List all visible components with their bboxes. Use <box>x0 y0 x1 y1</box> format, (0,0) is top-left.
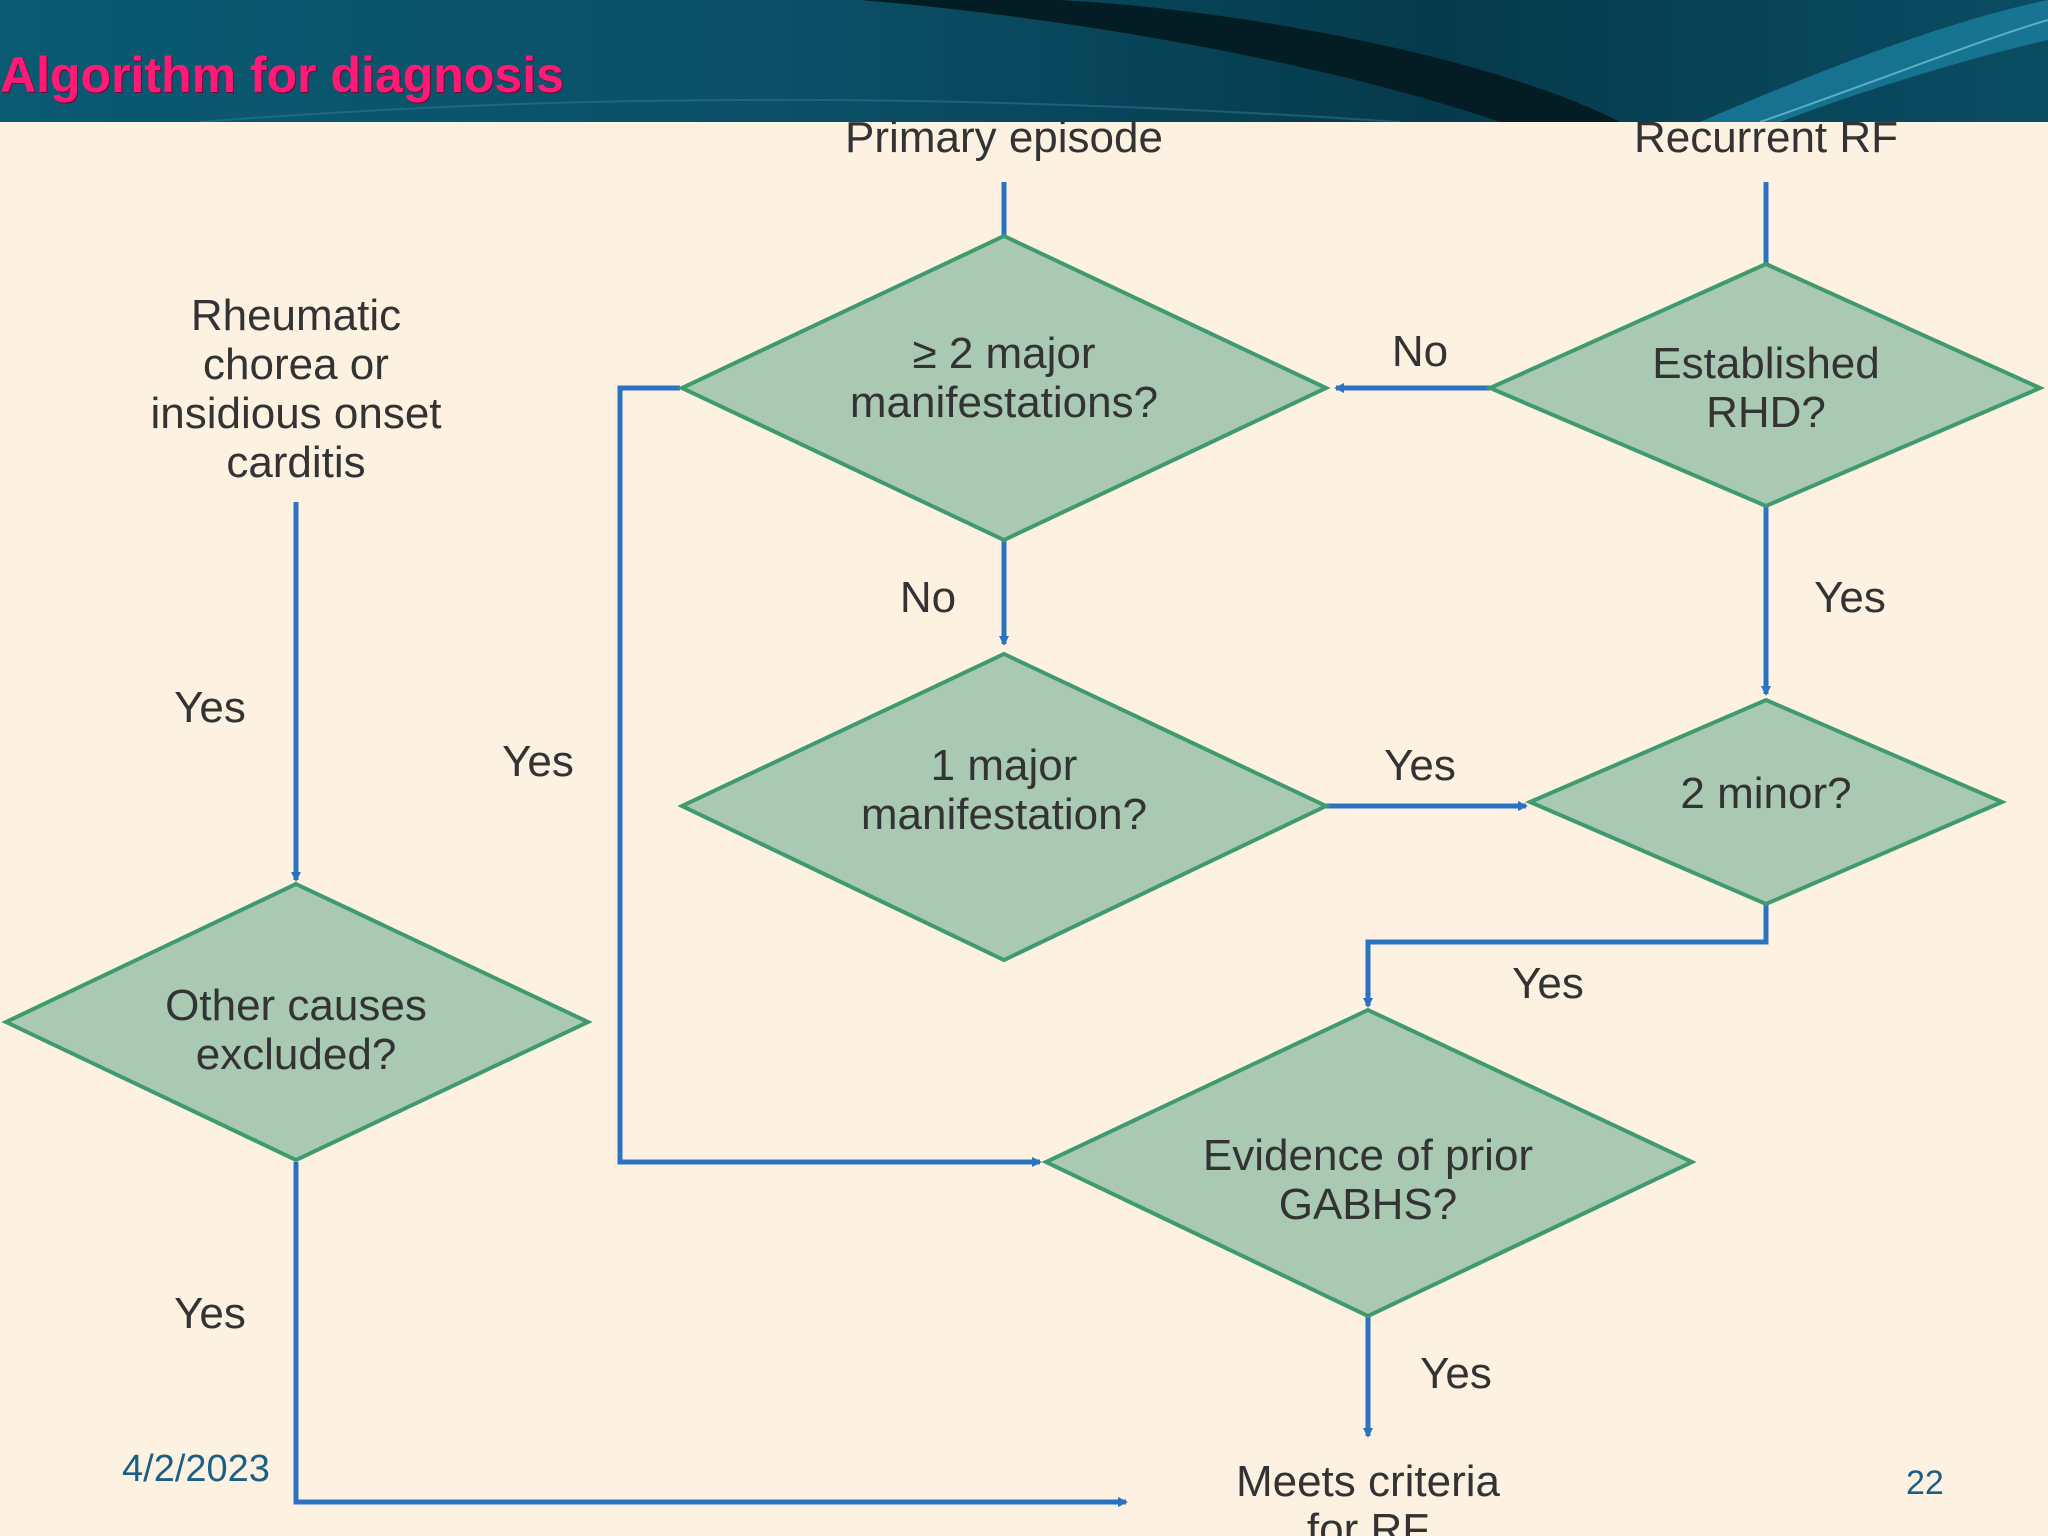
edge-label-two-major-no: No <box>900 573 956 622</box>
slide-title: Algorithm for diagnosis <box>0 47 564 103</box>
edge-label-rhd-no: No <box>1392 327 1448 376</box>
decision-other-causes <box>1 881 593 1163</box>
node-label-two-minor: 2 minor? <box>1680 769 1851 818</box>
edge-label-one-major-yes: Yes <box>1384 741 1456 790</box>
decision-two-minor <box>1524 697 2008 907</box>
decision-gabhs <box>1041 1007 1697 1319</box>
edge-label-two-major-yes: Yes <box>502 737 574 786</box>
edge-label-rhd-yes: Yes <box>1814 573 1886 622</box>
connector-two-major-yes <box>617 385 1042 1167</box>
edge-label-chorea-yes: Yes <box>174 683 246 732</box>
connector-other-causes-yes <box>293 1162 1128 1507</box>
connector-two-minor-yes <box>1363 902 1769 1008</box>
edge-label-gabhs-yes: Yes <box>1420 1349 1492 1398</box>
edge-label-two-minor-yes: Yes <box>1512 959 1584 1008</box>
slide-number: 22 <box>1906 1464 1944 1502</box>
slide-date: 4/2/2023 <box>122 1448 270 1490</box>
decision-two-major <box>677 233 1331 543</box>
node-label-recurrent-rf: Recurrent RF <box>1634 113 1898 162</box>
edge-label-other-causes-yes: Yes <box>174 1289 246 1338</box>
decision-established-rhd <box>1485 261 2045 509</box>
node-label-primary-episode: Primary episode <box>845 113 1163 162</box>
slide-header: Algorithm for diagnosis <box>0 0 2048 122</box>
header-swoosh <box>199 0 2048 122</box>
decision-one-major <box>677 651 1331 963</box>
